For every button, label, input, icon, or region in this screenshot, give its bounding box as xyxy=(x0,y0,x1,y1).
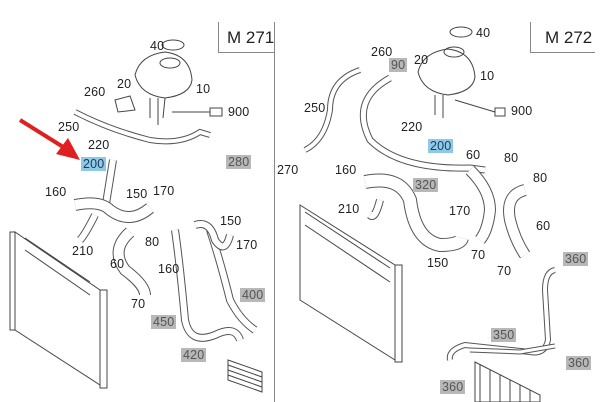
part-label: 270 xyxy=(277,163,299,177)
part-label: 10 xyxy=(196,82,211,96)
part-label: 20 xyxy=(117,77,132,91)
part-label: 160 xyxy=(45,185,67,199)
part-label: 170 xyxy=(236,238,258,252)
part-label: 60 xyxy=(466,148,481,162)
cap-m271 xyxy=(161,39,185,51)
annotation-arrow xyxy=(18,118,80,160)
model-title-m272: M 272 xyxy=(545,28,593,47)
model-box-m271-bottom xyxy=(218,52,275,53)
model-box-m272-left xyxy=(530,22,531,52)
part-label: 170 xyxy=(153,184,175,198)
part-label: 900 xyxy=(511,104,533,118)
part-label: 150 xyxy=(427,256,449,270)
part-label-highlighted[interactable]: 200 xyxy=(81,157,107,171)
oil-cooler xyxy=(227,359,263,393)
part-label-gray[interactable]: 350 xyxy=(491,328,517,342)
part-label: 10 xyxy=(480,69,495,83)
part-label-gray[interactable]: 450 xyxy=(151,315,177,329)
part-label-gray[interactable]: 400 xyxy=(240,288,266,302)
part-label: 170 xyxy=(449,204,471,218)
part-label: 260 xyxy=(84,85,106,99)
part-label: 210 xyxy=(338,202,360,216)
reservoir-m272 xyxy=(417,48,476,96)
model-box-m272-bottom xyxy=(530,52,595,53)
part-label-gray[interactable]: 360 xyxy=(440,380,466,394)
part-label: 70 xyxy=(131,297,146,311)
part-label: 160 xyxy=(335,163,357,177)
panel-divider xyxy=(274,22,275,402)
part-label: 150 xyxy=(126,187,148,201)
part-label: 20 xyxy=(414,53,429,67)
part-label-gray[interactable]: 280 xyxy=(226,155,252,169)
part-label: 150 xyxy=(220,214,242,228)
part-label-highlighted[interactable]: 200 xyxy=(428,139,454,153)
part-label: 40 xyxy=(476,26,491,40)
part-label-gray[interactable]: 90 xyxy=(389,58,408,72)
part-label: 250 xyxy=(58,120,80,134)
part-label: 80 xyxy=(504,151,519,165)
part-label: 900 xyxy=(228,105,250,119)
part-label-gray[interactable]: 420 xyxy=(181,348,207,362)
part-label: 220 xyxy=(88,138,110,152)
model-title-m271: M 271 xyxy=(227,28,275,47)
part-label: 70 xyxy=(497,264,512,278)
part-label: 220 xyxy=(401,120,423,134)
part-label: 250 xyxy=(304,101,326,115)
part-label: 70 xyxy=(471,248,486,262)
part-label-gray[interactable]: 360 xyxy=(563,252,589,266)
part-label: 160 xyxy=(158,262,180,276)
part-label: 60 xyxy=(536,219,551,233)
part-label-gray[interactable]: 320 xyxy=(413,178,439,192)
model-box-m271-left xyxy=(218,22,219,52)
part-label: 40 xyxy=(150,39,165,53)
part-label: 80 xyxy=(145,235,160,249)
part-label-gray[interactable]: 360 xyxy=(566,356,592,370)
part-label: 210 xyxy=(72,244,94,258)
part-label: 260 xyxy=(371,45,393,59)
reservoir-m271 xyxy=(134,51,193,99)
part-label: 80 xyxy=(533,171,548,185)
part-label: 60 xyxy=(110,257,125,271)
